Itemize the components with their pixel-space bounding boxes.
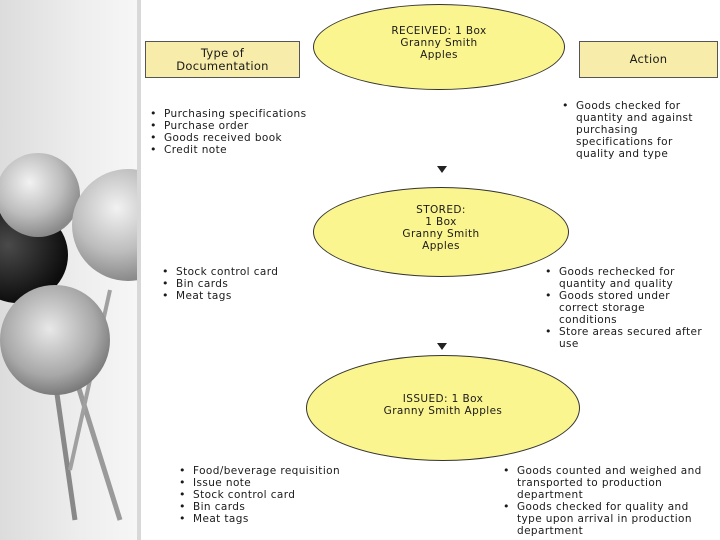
stored-line-2: 1 Box: [425, 216, 457, 228]
arrow-down-icon: [437, 343, 447, 350]
list-item: Goods counted and weighed and transporte…: [501, 465, 711, 501]
list-item: Goods rechecked for quantity and quality: [543, 266, 703, 290]
stored-line-1: STORED:: [416, 204, 466, 216]
stored-line-3: Granny Smith: [402, 228, 480, 240]
list-item: Goods received book: [148, 132, 338, 144]
issued-line-1: ISSUED: 1 Box: [402, 393, 484, 405]
list-item: Purchasing specifications: [148, 108, 338, 120]
stored-documentation-list: Stock control card Bin cards Meat tags: [160, 266, 330, 302]
list-item: Store areas secured after use: [543, 326, 703, 350]
list-item: Bin cards: [177, 501, 377, 513]
action-header-label: Action: [629, 52, 668, 66]
photo-divider: [137, 0, 141, 540]
documentation-header: Type of Documentation: [145, 41, 300, 78]
list-item: Food/beverage requisition: [177, 465, 377, 477]
list-item: Credit note: [148, 144, 338, 156]
received-line-2: Granny Smith: [400, 37, 478, 49]
list-item: Stock control card: [177, 489, 377, 501]
list-item: Goods checked for quantity and against p…: [560, 100, 710, 160]
received-line-1: RECEIVED: 1 Box: [391, 25, 487, 37]
list-item: Goods stored under correct storage condi…: [543, 290, 703, 326]
received-action-list: Goods checked for quantity and against p…: [560, 100, 710, 160]
action-header: Action: [579, 41, 718, 78]
stored-stage-ellipse: STORED: 1 Box Granny Smith Apples: [313, 187, 569, 277]
stored-line-4: Apples: [422, 240, 460, 252]
received-stage-ellipse: RECEIVED: 1 Box Granny Smith Apples: [313, 4, 565, 90]
list-item: Stock control card: [160, 266, 330, 278]
push-pins-photo: [0, 0, 137, 540]
list-item: Meat tags: [177, 513, 377, 525]
issued-action-list: Goods counted and weighed and transporte…: [501, 465, 711, 537]
documentation-header-label: Type of Documentation: [176, 45, 269, 73]
issued-documentation-list: Food/beverage requisition Issue note Sto…: [177, 465, 377, 525]
list-item: Bin cards: [160, 278, 330, 290]
received-documentation-list: Purchasing specifications Purchase order…: [148, 108, 338, 156]
list-item: Meat tags: [160, 290, 330, 302]
stored-action-list: Goods rechecked for quantity and quality…: [543, 266, 703, 350]
list-item: Purchase order: [148, 120, 338, 132]
issued-stage-ellipse: ISSUED: 1 Box Granny Smith Apples: [306, 355, 580, 461]
received-line-3: Apples: [420, 49, 458, 61]
issued-line-2: Granny Smith Apples: [383, 405, 503, 417]
list-item: Issue note: [177, 477, 377, 489]
push-pins-illustration: [0, 153, 137, 521]
arrow-down-icon: [437, 166, 447, 173]
list-item: Goods checked for quality and type upon …: [501, 501, 711, 537]
